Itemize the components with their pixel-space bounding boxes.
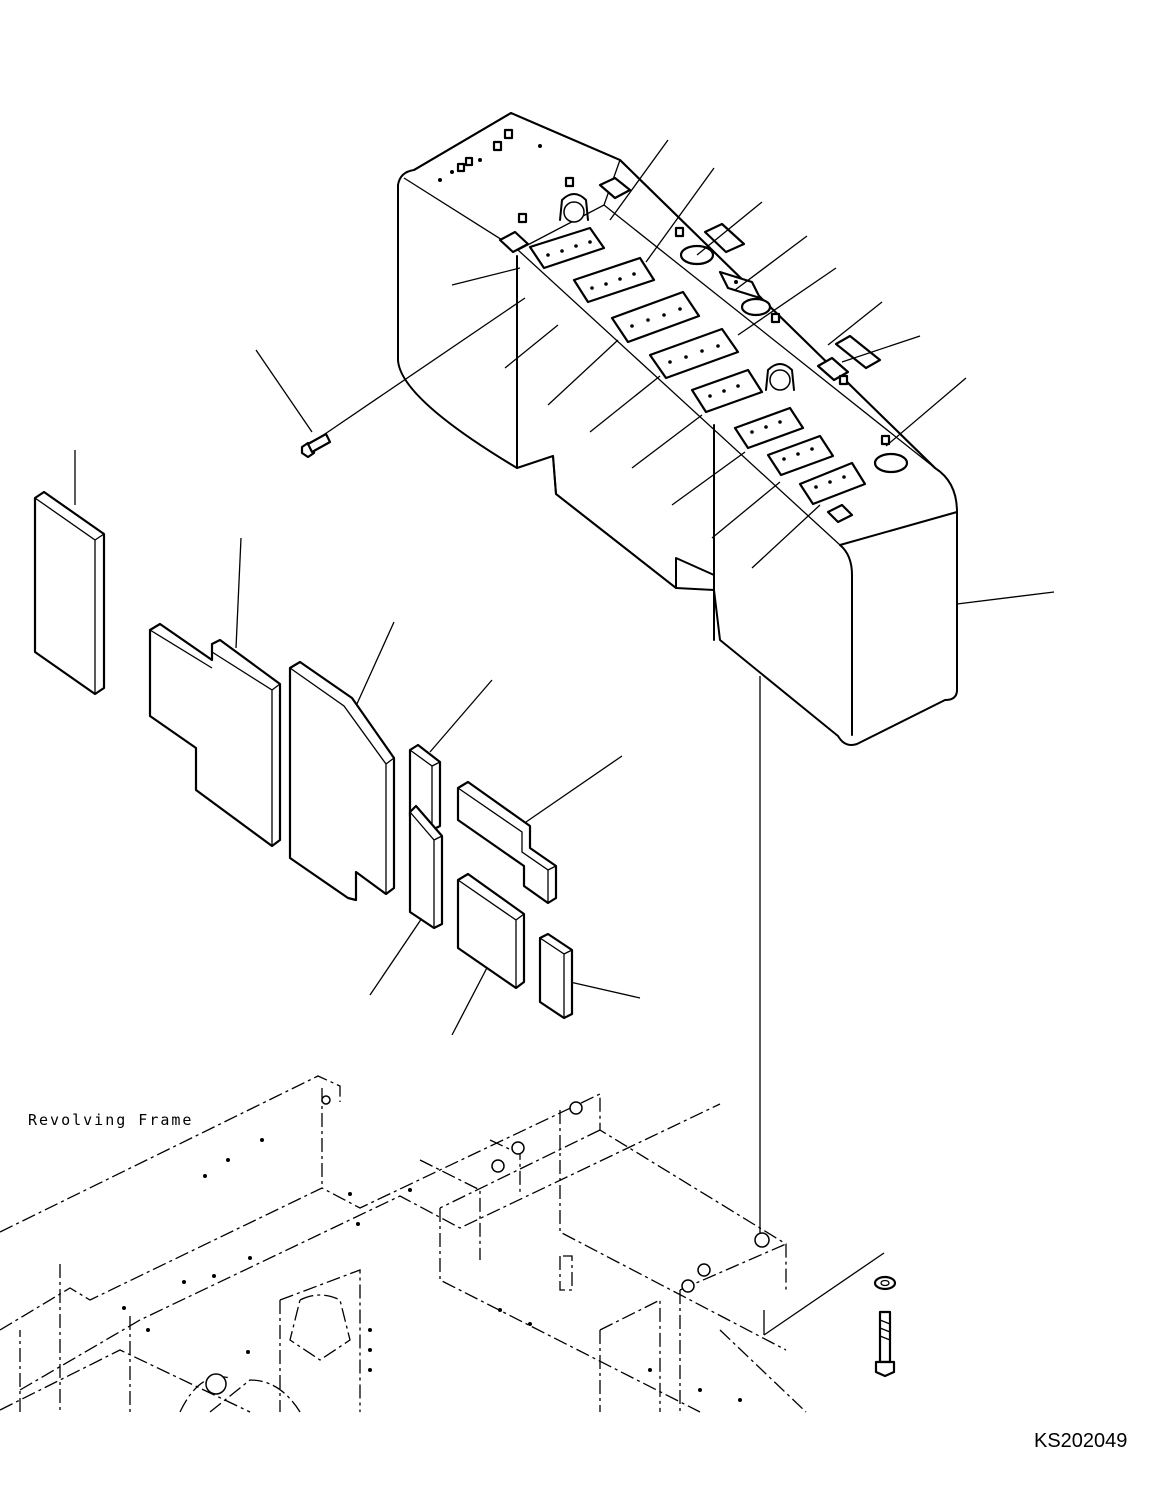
inspection-plates: [528, 226, 867, 506]
tank-mount-bolt: [300, 432, 332, 459]
drawing-code: KS202049: [1034, 1430, 1128, 1452]
mounting-bolt-assembly: [873, 1275, 897, 1378]
plate-bolts: [546, 240, 846, 489]
revolving-frame-label: Revolving Frame: [28, 1111, 194, 1129]
leader-lines: [74, 139, 1055, 1336]
cushion-pads: [33, 490, 574, 1020]
revolving-frame: [0, 1075, 807, 1413]
frame-fasteners: [122, 1138, 742, 1402]
fuel-tank: [397, 112, 958, 746]
